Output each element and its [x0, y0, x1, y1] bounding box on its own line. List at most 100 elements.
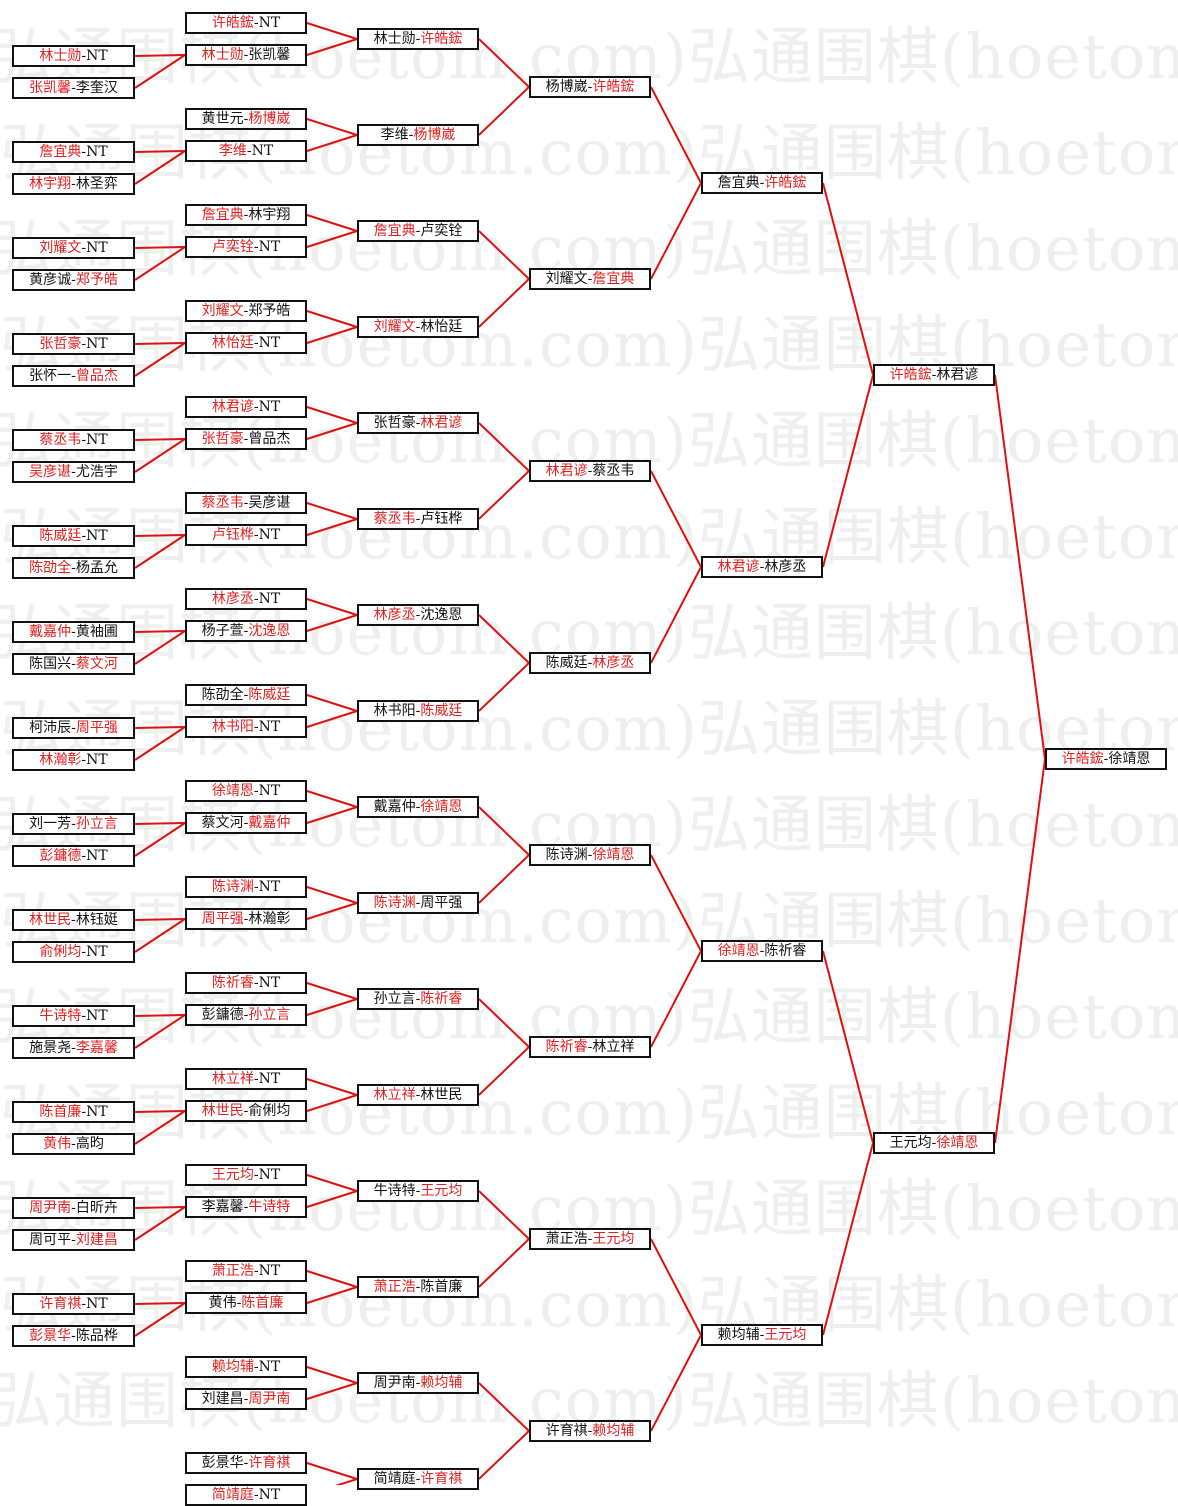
separator: -	[71, 1040, 76, 1056]
separator: -	[243, 1455, 249, 1471]
player-a: 陈诗渊	[211, 879, 254, 895]
separator: -	[253, 15, 259, 31]
separator: -	[81, 336, 87, 352]
player-a: 林世民	[201, 1103, 244, 1119]
separator: -	[759, 1327, 765, 1343]
connector	[306, 406, 358, 424]
separator: -	[243, 1007, 249, 1023]
player-a: 陈祈睿	[211, 975, 254, 991]
connector	[478, 1382, 530, 1432]
separator: -	[243, 1199, 249, 1215]
player-b: 林君谚	[420, 415, 463, 431]
player-a: 刘耀文	[545, 271, 588, 287]
match-round4-6: 陈祈睿-林立祥	[529, 1036, 651, 1058]
connector	[306, 598, 358, 616]
match-round3-7: 林彦丞-沈逸恩	[357, 604, 479, 626]
player-b: 李嘉馨	[75, 1040, 118, 1056]
player-b: 许育祺	[248, 1455, 291, 1471]
player-b: 杨博崴	[413, 127, 456, 143]
match-round5-4: 赖均辅-王元均	[701, 1324, 823, 1346]
player-a: 林怡廷	[211, 335, 254, 351]
player-a: 林立祥	[373, 1087, 416, 1103]
separator: -	[253, 239, 259, 255]
player-b: 赖均辅	[420, 1375, 463, 1391]
player-a: 周尹南	[373, 1375, 416, 1391]
separator: -	[71, 624, 76, 640]
match-round2-29: 赖均辅-NT	[185, 1356, 307, 1378]
connector	[134, 630, 186, 633]
connector	[306, 326, 358, 344]
player-b: 林立祥	[592, 1039, 635, 1055]
separator: -	[587, 1039, 593, 1055]
connector	[478, 614, 530, 664]
match-round3-2: 李维-杨博崴	[357, 124, 479, 146]
separator: -	[246, 143, 252, 159]
match-round2-24: 林世民-俞俐均	[185, 1100, 307, 1122]
player-b: 林宇翔	[248, 207, 291, 223]
player-b: 林彦丞	[592, 655, 635, 671]
player-a: 周尹南	[29, 1200, 72, 1216]
player-b: 沈逸恩	[420, 607, 463, 623]
match-round1-11: 陈威廷-NT	[12, 525, 135, 547]
player-a: 林立祥	[211, 1071, 254, 1087]
connector	[478, 854, 530, 904]
player-a: 林君谚	[545, 463, 588, 479]
connector	[306, 1190, 358, 1208]
match-round1-19: 林世民-林钰娗	[12, 909, 135, 931]
connector	[478, 470, 530, 520]
connector	[134, 918, 186, 921]
connector	[134, 150, 186, 153]
player-b: 林君谚	[936, 367, 979, 383]
player-b: 陈祈睿	[764, 943, 807, 959]
player-a: 张哲豪	[373, 415, 416, 431]
separator: -	[71, 80, 76, 96]
player-a: 刘耀文	[39, 240, 82, 256]
separator: -	[415, 1279, 421, 1295]
separator: -	[243, 815, 249, 831]
match-round2-2: 林士勋-张凯馨	[185, 44, 307, 66]
connector	[306, 1078, 358, 1096]
connector	[650, 1238, 702, 1336]
match-round3-8: 林书阳-陈威廷	[357, 700, 479, 722]
player-a: 戴嘉仲	[373, 799, 416, 815]
player-a: 赖均辅	[211, 1359, 254, 1375]
separator: -	[931, 1135, 937, 1151]
connector	[478, 1190, 530, 1240]
player-b: 林彦丞	[764, 559, 807, 575]
player-b: 许育祺	[420, 1471, 463, 1487]
player-b: NT	[258, 15, 281, 31]
connector	[306, 118, 358, 136]
player-a: 陈诗渊	[545, 847, 588, 863]
connector	[306, 134, 358, 152]
match-round2-32: 简靖庭-NT	[185, 1484, 307, 1506]
player-a: 陈劭全	[29, 560, 72, 576]
connector	[306, 310, 358, 328]
match-round6-2: 王元均-徐靖恩	[873, 1132, 995, 1154]
player-b: 王元均	[592, 1231, 635, 1247]
player-a: 黄伟	[208, 1295, 237, 1311]
player-b: 蔡丞韦	[592, 463, 635, 479]
match-round2-31: 彭景华-许育祺	[185, 1452, 307, 1474]
connector	[306, 22, 358, 40]
connector	[650, 950, 702, 1048]
player-a: 林书阳	[211, 719, 254, 735]
match-round4-1: 杨博崴-许皓鋐	[529, 76, 651, 98]
player-a: 张怀一	[29, 368, 72, 384]
player-b: NT	[258, 1487, 281, 1503]
connector	[478, 806, 530, 856]
separator: -	[759, 943, 765, 959]
match-round1-24: 黄伟-高昀	[12, 1133, 135, 1155]
player-a: 林君谚	[211, 399, 254, 415]
match-round2-25: 王元均-NT	[185, 1164, 307, 1186]
player-b: 沈逸恩	[248, 623, 291, 639]
connector	[994, 374, 1046, 760]
player-b: 林世民	[420, 1087, 463, 1103]
connector	[306, 1366, 358, 1384]
connector	[478, 422, 530, 472]
connector	[822, 182, 874, 376]
match-round4-3: 林君谚-蔡丞韦	[529, 460, 651, 482]
separator: -	[253, 1071, 259, 1087]
separator: -	[587, 271, 593, 287]
player-a: 林彦丞	[373, 607, 416, 623]
separator: -	[415, 415, 421, 431]
